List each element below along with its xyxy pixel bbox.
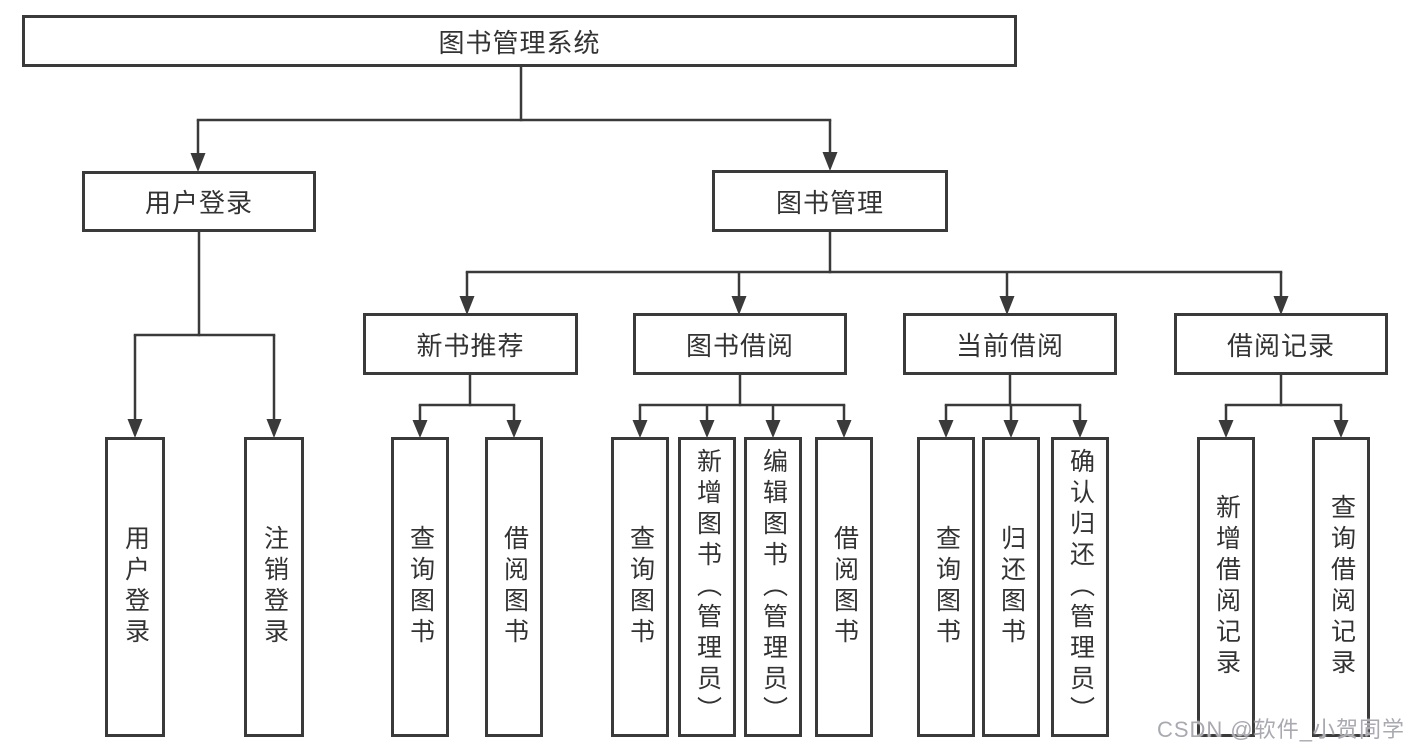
node-root: 图书管理系统 [22, 15, 1017, 67]
node-new-book-rec-label: 新书推荐 [416, 330, 525, 361]
connector-new-book-rec-children [412, 374, 522, 438]
node-leaf-add-borrow-record-label: 新增借阅记录 [1212, 494, 1241, 680]
node-leaf-query-books-rec-label: 查询图书 [406, 525, 435, 649]
node-leaf-add-books-admin: 新增图书（管理员） [678, 437, 736, 737]
node-leaf-edit-books-admin: 编辑图书（管理员） [744, 437, 802, 737]
node-leaf-confirm-return-admin-label: 确认归还（管理员） [1066, 447, 1095, 727]
node-current-borrow: 当前借阅 [903, 313, 1117, 375]
node-borrow-records: 借阅记录 [1174, 313, 1388, 375]
node-leaf-add-books-admin-label: 新增图书（管理员） [693, 447, 722, 727]
connector-book-mgmt-children [459, 231, 1289, 315]
node-borrow-records-label: 借阅记录 [1226, 330, 1335, 361]
node-leaf-query-books-borrow-label: 查询图书 [626, 525, 655, 649]
node-user-login-branch: 用户登录 [82, 171, 316, 232]
node-leaf-logout: 注销登录 [244, 437, 304, 737]
node-leaf-query-books-current-label: 查询图书 [932, 525, 961, 649]
node-leaf-borrow-books: 借阅图书 [815, 437, 873, 737]
connector-borrow-records-children [1218, 374, 1349, 438]
node-root-label: 图书管理系统 [438, 27, 601, 58]
node-leaf-borrow-books-rec-label: 借阅图书 [500, 525, 529, 649]
node-book-borrow: 图书借阅 [633, 313, 847, 375]
node-leaf-return-books: 归还图书 [982, 437, 1040, 737]
node-book-mgmt-branch: 图书管理 [712, 170, 948, 232]
node-leaf-user-login: 用户登录 [105, 437, 165, 737]
node-leaf-query-books-current: 查询图书 [917, 437, 975, 737]
node-leaf-confirm-return-admin: 确认归还（管理员） [1051, 437, 1109, 737]
node-leaf-query-books-rec: 查询图书 [391, 437, 449, 737]
connector-root-to-level2 [190, 66, 838, 172]
node-leaf-edit-books-admin-label: 编辑图书（管理员） [759, 447, 788, 727]
node-leaf-logout-label: 注销登录 [260, 525, 289, 649]
node-new-book-rec: 新书推荐 [363, 313, 578, 375]
node-leaf-query-borrow-record-label: 查询借阅记录 [1327, 494, 1356, 680]
node-current-borrow-label: 当前借阅 [955, 330, 1064, 361]
node-user-login-branch-label: 用户登录 [144, 188, 253, 218]
node-book-borrow-label: 图书借阅 [685, 330, 794, 361]
connector-book-borrow-children [632, 374, 852, 438]
node-book-mgmt-branch-label: 图书管理 [775, 187, 884, 218]
node-leaf-add-borrow-record: 新增借阅记录 [1197, 437, 1255, 737]
connector-user-login-children [127, 231, 282, 438]
connector-current-borrow-children [938, 374, 1088, 438]
node-leaf-query-books-borrow: 查询图书 [611, 437, 669, 737]
watermark: CSDN @软件_小贺同学 [1156, 717, 1405, 742]
node-leaf-user-login-label: 用户登录 [121, 525, 150, 649]
node-leaf-query-borrow-record: 查询借阅记录 [1312, 437, 1370, 737]
node-leaf-borrow-books-rec: 借阅图书 [485, 437, 543, 737]
node-leaf-borrow-books-label: 借阅图书 [830, 525, 859, 649]
node-leaf-return-books-label: 归还图书 [997, 525, 1026, 649]
